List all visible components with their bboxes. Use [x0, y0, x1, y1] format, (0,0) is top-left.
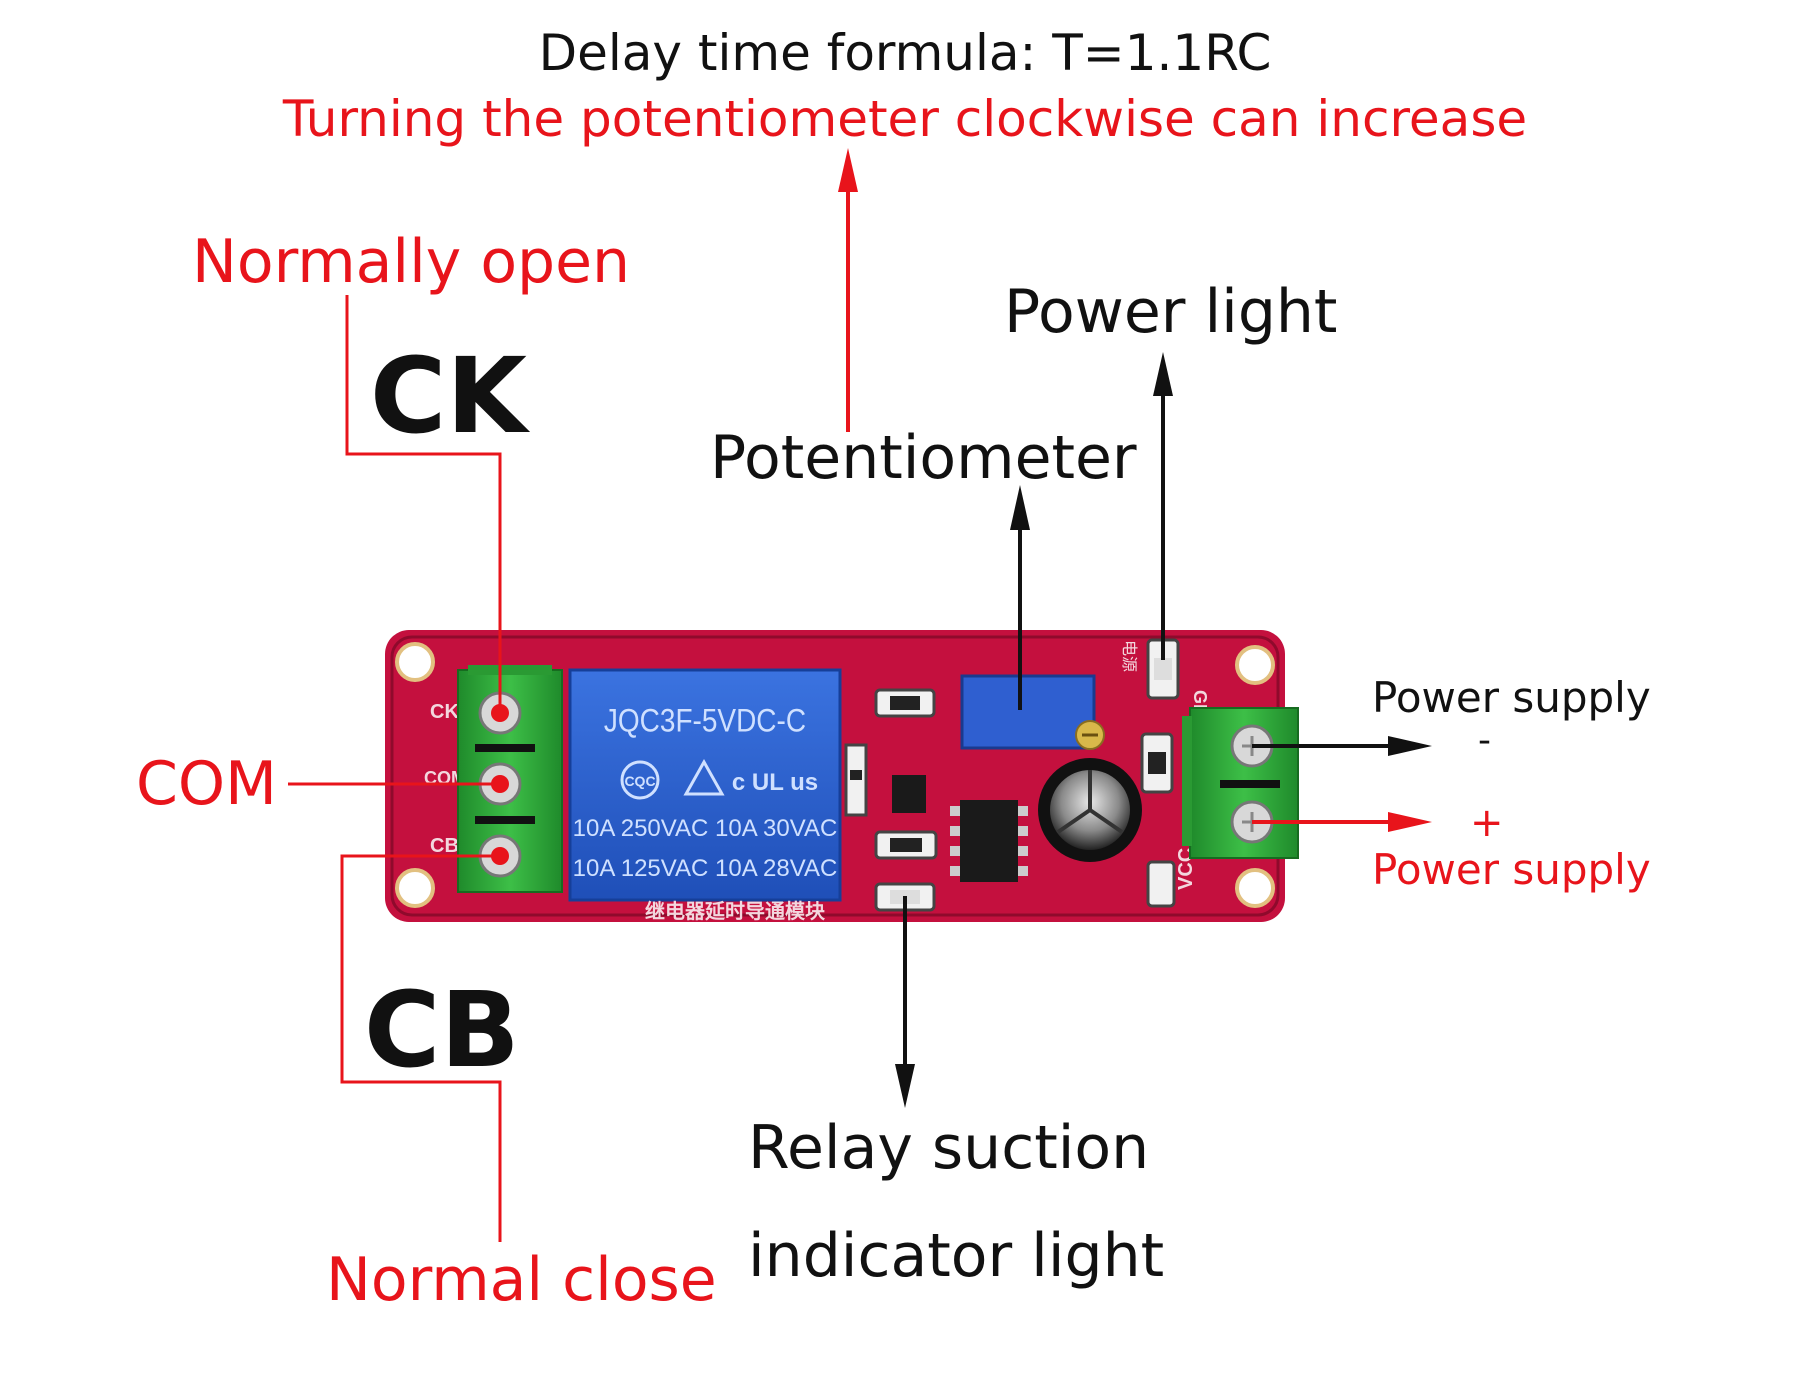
normally-open-leader: [345, 295, 502, 713]
power-terminal-block: [1182, 707, 1299, 859]
power-neg-arrowhead: [1388, 736, 1432, 756]
terminal-divider: [1220, 780, 1280, 788]
silk-power: 电源: [1120, 640, 1139, 672]
potentiometer-note: Turning the potentiometer clockwise can …: [282, 90, 1527, 148]
relay-indicator-arrowhead: [895, 1064, 915, 1108]
label-potentiometer: Potentiometer: [710, 423, 1137, 493]
transistor: [892, 775, 926, 813]
label-power-supply-pos: Power supply: [1372, 845, 1651, 894]
relay-cert-ul: c UL us: [732, 769, 818, 796]
label-pos-sign: +: [1470, 800, 1504, 846]
label-power-light: Power light: [1004, 277, 1337, 347]
formula-title: Delay time formula: T=1.1RC: [539, 24, 1272, 82]
mount-hole-tr: [1235, 645, 1275, 685]
clockwise-arrowhead: [838, 148, 858, 192]
silk-ck: CK: [430, 701, 459, 723]
relay-rating-2: 10A 125VAC 10A 28VAC: [573, 855, 838, 882]
mount-hole-br: [1235, 868, 1275, 908]
silk-cb: CB: [430, 835, 459, 857]
relay-cert-cqc: CQC: [624, 773, 655, 789]
warning-triangle-icon: [683, 758, 725, 796]
relay: JQC3F-5VDC-C CQC c UL us 10A 250VAC 10A …: [568, 668, 842, 902]
label-normal-close: Normal close: [326, 1245, 717, 1315]
potentiometer-arrowhead: [1010, 485, 1030, 530]
label-power-supply-neg: Power supply: [1372, 673, 1651, 722]
timer-ic: [950, 800, 1028, 882]
power-pos-arrowhead: [1388, 812, 1432, 832]
electrolytic-capacitor: [1038, 758, 1142, 862]
mount-hole-tl: [395, 642, 435, 682]
relay-rating-1: 10A 250VAC 10A 30VAC: [573, 815, 838, 842]
mount-hole-bl: [395, 868, 435, 908]
module-chinese-label: 继电器延时导通模块: [645, 899, 826, 923]
output-terminal-block: [457, 665, 563, 893]
potentiometer: [960, 674, 1105, 750]
terminal-divider: [475, 816, 535, 824]
smd-component: [1146, 860, 1176, 908]
label-com: COM: [136, 749, 277, 819]
pcb-board: CK COM CB JQC3F-5VDC-C CQC c UL us 10A 2…: [385, 630, 1299, 923]
normal-close-leader: [340, 854, 502, 1242]
smd-component: [890, 696, 920, 710]
relay-model: JQC3F-5VDC-C: [604, 704, 806, 739]
label-normally-open: Normally open: [192, 227, 630, 297]
label-indicator-light: indicator light: [748, 1221, 1164, 1291]
label-ck: CK: [370, 335, 530, 457]
label-cb: CB: [364, 969, 520, 1091]
cqc-icon: [620, 760, 660, 800]
label-relay-suction: Relay suction: [748, 1113, 1149, 1183]
label-neg-sign: -: [1478, 720, 1491, 761]
power-light-arrowhead: [1153, 352, 1173, 396]
terminal-divider: [475, 744, 535, 752]
